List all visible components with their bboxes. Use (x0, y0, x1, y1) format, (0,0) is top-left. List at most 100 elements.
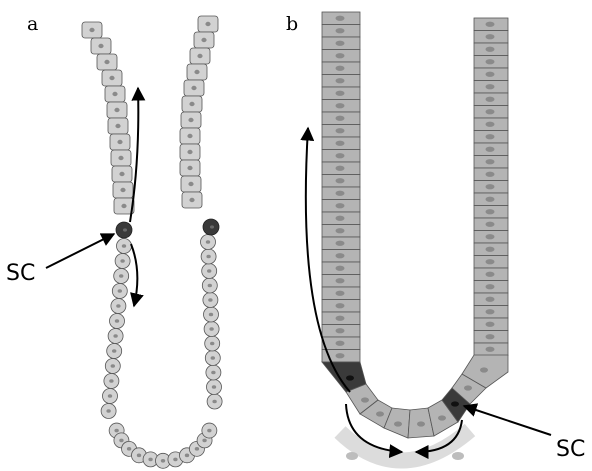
cell-b-right-15 (474, 206, 508, 219)
cell-b-left-16 (322, 212, 360, 225)
cell-a-round-28 (204, 322, 219, 337)
cell-b-right-22 (474, 293, 508, 306)
cell-a-round-2 (114, 269, 129, 284)
cell-b-right-13 (474, 181, 508, 194)
cell-b-right-2 (474, 43, 508, 56)
cell-a-left-4 (105, 86, 125, 102)
cell-b-left-26 (322, 337, 360, 350)
panel-a-epithelium (82, 16, 222, 468)
cell-b-right-24 (474, 318, 508, 331)
cell-a-right-4 (184, 80, 204, 96)
cell-a-left-6 (108, 118, 128, 134)
cell-a-right-1 (194, 32, 214, 48)
cell-b-right-20 (474, 268, 508, 281)
cell-b-left-10 (322, 137, 360, 150)
cell-b-left-12 (322, 162, 360, 175)
cell-a-round-27 (205, 336, 220, 351)
cell-a-round-4 (111, 299, 126, 314)
cell-a-right-9 (180, 160, 200, 176)
cell-b-left-5 (322, 75, 360, 88)
cell-a-round-7 (107, 344, 122, 359)
cell-a-left-5 (107, 102, 127, 118)
cell-a-right-2 (190, 48, 210, 64)
cell-a-left-8 (111, 150, 131, 166)
cell-a-round-22 (202, 423, 217, 438)
arrow-down-a (131, 244, 137, 306)
cell-b-left-21 (322, 275, 360, 288)
cell-b-left-24 (322, 312, 360, 325)
cell-b-left-3 (322, 50, 360, 63)
cell-b-right-12 (474, 168, 508, 181)
cell-b-left-13 (322, 175, 360, 188)
panel-b: b SC (286, 12, 585, 462)
cell-b-right-1 (474, 31, 508, 44)
cell-b-left-1 (322, 25, 360, 38)
cell-a-left-3 (102, 70, 122, 86)
cell-b-right-23 (474, 306, 508, 319)
cell-b-left-18 (322, 237, 360, 250)
panel-a: a SC (6, 13, 222, 468)
cell-b-right-21 (474, 281, 508, 294)
cell-b-right-19 (474, 256, 508, 269)
sc-label-a: SC (6, 261, 35, 286)
panel-b-epithelium (322, 12, 508, 438)
cell-a-round-31 (202, 278, 217, 293)
stem-cell-a-left (116, 222, 132, 238)
cell-b-left-20 (322, 262, 360, 275)
cell-a-round-6 (108, 329, 123, 344)
cell-b-right-11 (474, 156, 508, 169)
cell-a-round-33 (201, 249, 216, 264)
stem-cell-a-right (203, 219, 219, 235)
cell-b-right-0 (474, 18, 508, 31)
cell-a-round-29 (204, 307, 219, 322)
cell-b-left-17 (322, 225, 360, 238)
cell-b-right-25 (474, 331, 508, 344)
cell-a-round-30 (203, 293, 218, 308)
cell-b-left-19 (322, 250, 360, 263)
cell-a-right-3 (187, 64, 207, 80)
cell-b-left-4 (322, 62, 360, 75)
cell-a-round-8 (105, 359, 120, 374)
cell-b-right-3 (474, 56, 508, 69)
cell-b-left-9 (322, 125, 360, 138)
cell-b-left-0 (322, 12, 360, 25)
cell-b-left-7 (322, 100, 360, 113)
cell-b-left-8 (322, 112, 360, 125)
cell-b-left-2 (322, 37, 360, 50)
cell-b-left-15 (322, 200, 360, 213)
cell-b-right-16 (474, 218, 508, 231)
cell-a-round-23 (207, 394, 222, 409)
cell-a-left-2 (97, 54, 117, 70)
cell-b-left-22 (322, 287, 360, 300)
cell-a-left-9 (112, 166, 132, 182)
cell-a-round-34 (201, 235, 216, 250)
cell-a-round-0 (117, 239, 132, 254)
cell-b-right-5 (474, 81, 508, 94)
cell-a-right-8 (180, 144, 200, 160)
cell-b-right-9 (474, 131, 508, 144)
cell-a-right-7 (180, 128, 200, 144)
arrow-sc-a (46, 234, 114, 268)
panel-a-letter: a (27, 13, 38, 35)
cell-b-right-4 (474, 68, 508, 81)
cell-a-round-32 (202, 264, 217, 279)
cell-a-right-11 (182, 192, 202, 208)
cell-a-right-6 (181, 112, 201, 128)
cell-a-round-9 (104, 374, 119, 389)
cell-b-left-23 (322, 300, 360, 313)
cell-a-left-10 (113, 182, 133, 198)
cell-b-right-6 (474, 93, 508, 106)
cell-a-round-24 (207, 380, 222, 395)
cell-a-right-5 (182, 96, 202, 112)
cell-a-round-5 (110, 314, 125, 329)
cell-a-left-7 (110, 134, 130, 150)
cell-b-right-14 (474, 193, 508, 206)
cell-b-left-14 (322, 187, 360, 200)
cell-a-left-1 (91, 38, 111, 54)
cell-b-right-18 (474, 243, 508, 256)
cell-a-round-26 (205, 351, 220, 366)
arrow-sc-b (464, 406, 551, 435)
cell-b-left-11 (322, 150, 360, 163)
cell-a-round-11 (101, 404, 116, 419)
